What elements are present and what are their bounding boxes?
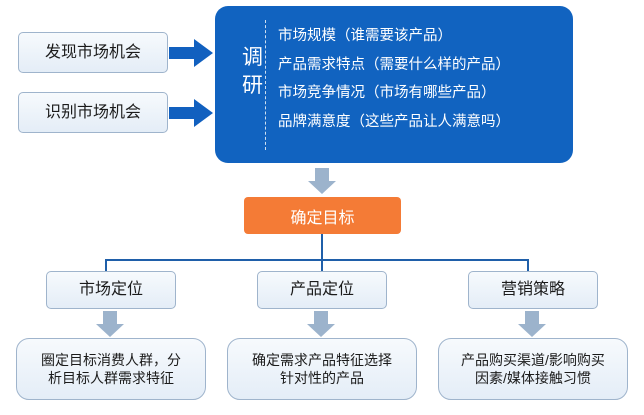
arrow-right-icon: [169, 99, 213, 127]
connector-trunk: [321, 234, 323, 261]
branch-box-marketing-strategy[interactable]: 营销策略: [468, 271, 598, 309]
research-title-char-2: 研: [242, 74, 264, 98]
arrow-down-icon: [308, 168, 336, 194]
research-panel-title: 调 研: [231, 44, 275, 101]
detail-box-marketing-strategy[interactable]: 产品购买渠道/影响购买 因素/媒体接触习惯: [438, 338, 628, 400]
research-panel[interactable]: 调 研 市场规模（谁需要该产品） 产品需求特点（需要什么样的产品） 市场竞争情况…: [215, 6, 573, 163]
connector-branch-left: [105, 259, 107, 272]
research-item: 产品需求特点（需要什么样的产品）: [278, 56, 510, 73]
detail-line: 圈定目标消费人群，分: [41, 351, 181, 368]
input-box-discover-opportunity[interactable]: 发现市场机会: [18, 32, 168, 73]
input-box-label: 发现市场机会: [44, 43, 141, 61]
branch-box-label: 产品定位: [289, 281, 354, 299]
detail-line: 确定需求产品特征选择: [252, 351, 392, 368]
arrow-down-icon: [307, 311, 335, 337]
branch-box-label: 市场定位: [78, 281, 143, 299]
connector-rail: [105, 259, 529, 261]
detail-box-market-positioning[interactable]: 圈定目标消费人群，分 析目标人群需求特征: [16, 338, 206, 400]
detail-box-text: 确定需求产品特征选择 针对性的产品: [252, 351, 392, 388]
input-box-label: 识别市场机会: [44, 103, 141, 121]
research-item-list: 市场规模（谁需要该产品） 产品需求特点（需要什么样的产品） 市场竞争情况（市场有…: [278, 22, 563, 136]
research-item: 市场规模（谁需要该产品）: [278, 28, 452, 44]
input-box-identify-opportunity[interactable]: 识别市场机会: [18, 92, 168, 133]
connector-branch-right: [527, 259, 529, 272]
connector-branch-middle: [321, 259, 323, 272]
research-item: 市场竞争情况（市场有哪些产品）: [278, 85, 496, 102]
branch-box-market-positioning[interactable]: 市场定位: [46, 271, 176, 309]
detail-line: 产品购买渠道/影响购买: [461, 351, 605, 368]
vertical-dashed-divider: [265, 20, 266, 150]
research-item: 品牌满意度（这些产品让人满意吗）: [278, 113, 510, 130]
detail-line: 析目标人群需求特征: [48, 370, 174, 386]
detail-box-text: 圈定目标消费人群，分 析目标人群需求特征: [41, 351, 181, 388]
goal-box-label: 确定目标: [290, 209, 355, 227]
arrow-right-icon: [169, 39, 213, 67]
arrow-down-icon: [518, 311, 546, 337]
detail-box-text: 产品购买渠道/影响购买 因素/媒体接触习惯: [461, 351, 605, 388]
goal-box[interactable]: 确定目标: [244, 197, 401, 234]
arrow-down-icon: [96, 311, 124, 337]
branch-box-product-positioning[interactable]: 产品定位: [257, 271, 387, 309]
branch-box-label: 营销策略: [500, 281, 565, 299]
detail-line: 针对性的产品: [280, 370, 364, 386]
research-title-char-1: 调: [242, 46, 264, 69]
detail-box-product-positioning[interactable]: 确定需求产品特征选择 针对性的产品: [227, 338, 417, 400]
detail-line: 因素/媒体接触习惯: [475, 370, 591, 386]
